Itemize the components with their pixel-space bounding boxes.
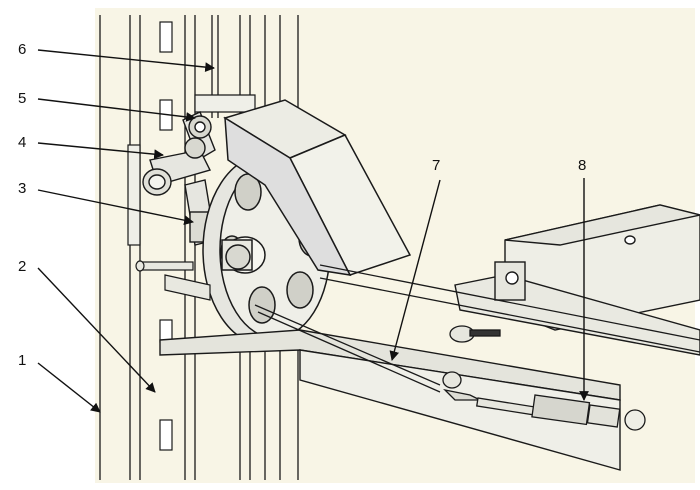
callout-label-6: 6 — [18, 41, 26, 58]
callout-label-4: 4 — [18, 134, 26, 151]
callout-label-3: 3 — [18, 180, 26, 197]
leader-4 — [37, 142, 164, 160]
callout-labels: 1 2 3 4 5 6 7 8 — [18, 41, 586, 369]
guide-bars — [254, 264, 700, 393]
leader-6 — [37, 49, 215, 72]
rail-slots — [159, 21, 173, 451]
leader-3 — [37, 189, 194, 226]
leader-7 — [389, 179, 441, 361]
callout-label-8: 8 — [578, 157, 586, 174]
leader-1 — [37, 362, 101, 413]
linkage-spring — [442, 325, 646, 431]
leader-2 — [37, 267, 156, 393]
callout-label-1: 1 — [18, 352, 26, 369]
motor-housing — [223, 99, 412, 276]
callout-leaders — [37, 49, 589, 413]
pin-left — [135, 260, 211, 301]
leader-5 — [37, 98, 196, 122]
callout-label-2: 2 — [18, 258, 26, 275]
right-machine-box — [454, 204, 700, 356]
mounting-plate — [127, 94, 256, 246]
callout-label-5: 5 — [18, 90, 26, 107]
callout-label-7: 7 — [432, 157, 440, 174]
lever-assembly — [142, 111, 216, 246]
